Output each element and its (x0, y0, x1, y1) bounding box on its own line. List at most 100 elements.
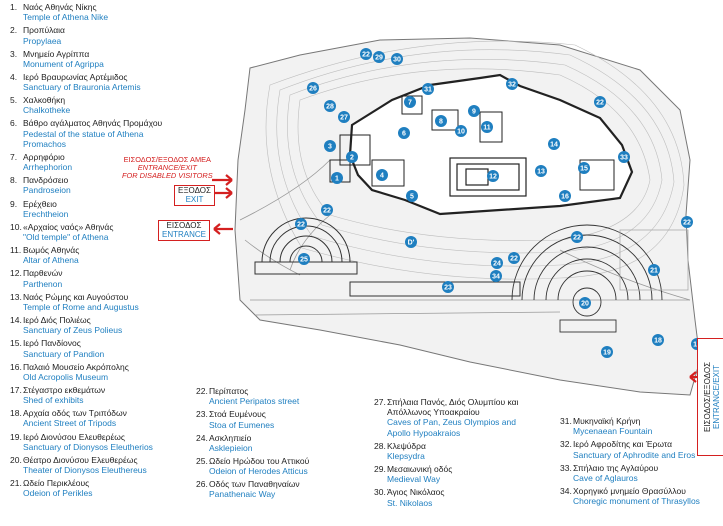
legend-item-27: 27.Σπήλαια Πανός, Διός Ολυμπίου και Απόλ… (374, 397, 519, 438)
marker-4: 4 (376, 169, 388, 181)
svg-text:26: 26 (309, 86, 317, 93)
parthenon-plan (449, 157, 527, 197)
svg-text:21: 21 (650, 268, 658, 275)
marker-22c: 22 (508, 252, 520, 264)
svg-text:22: 22 (510, 256, 518, 263)
odeion-of-perikles (619, 229, 689, 291)
svg-text:8: 8 (439, 119, 443, 126)
marker-13: 13 (535, 165, 547, 177)
marker-1: 1 (331, 172, 343, 184)
svg-text:25: 25 (300, 257, 308, 264)
svg-text:9: 9 (472, 109, 476, 116)
svg-text:2: 2 (350, 155, 354, 162)
entrance-sign: ΕΙΣΟΔΟΣ ENTRANCE (158, 220, 211, 241)
svg-text:20: 20 (581, 301, 589, 308)
entrance-arrows (212, 174, 709, 383)
svg-text:D': D' (408, 240, 415, 247)
marker-26: 26 (307, 82, 319, 94)
marker-11: 11 (481, 121, 493, 133)
marker-14: 14 (548, 138, 560, 150)
svg-text:3: 3 (328, 144, 332, 151)
marker-32: 32 (506, 78, 518, 90)
marker-16: 16 (559, 190, 571, 202)
marker-15: 15 (578, 162, 590, 174)
contour-lines (265, 40, 685, 280)
marker-30: 30 (391, 53, 403, 65)
svg-text:12: 12 (489, 174, 497, 181)
svg-text:4: 4 (380, 173, 384, 180)
svg-text:22: 22 (323, 208, 331, 215)
svg-text:22: 22 (683, 220, 691, 227)
svg-text:24: 24 (493, 261, 501, 268)
marker-6: 6 (398, 127, 410, 139)
exit-arrow-head (225, 187, 233, 199)
svg-text:5: 5 (410, 194, 414, 201)
svg-text:22: 22 (596, 100, 604, 107)
marker-25: 25 (298, 253, 310, 265)
svg-text:22: 22 (362, 52, 370, 59)
svg-text:27: 27 (340, 115, 348, 122)
svg-text:10: 10 (457, 129, 465, 136)
marker-21: 21 (648, 264, 660, 276)
side-entrance-sign: ΕΙΣΟΔΟΣ/ΕΞΟΔΟΣ ENTRANCE/EXIT (697, 338, 723, 456)
marker-12: 12 (487, 170, 499, 182)
svg-text:22: 22 (573, 235, 581, 242)
marker-20: 20 (579, 297, 591, 309)
marker-group: 1 2 3 4 5 6 7 8 9 10 11 12 13 14 15 16 1… (295, 48, 703, 358)
entrance-arrow-head (213, 223, 221, 235)
svg-text:28: 28 (326, 104, 334, 111)
svg-text:31: 31 (424, 87, 432, 94)
svg-text:32: 32 (508, 82, 516, 89)
svg-text:11: 11 (483, 125, 491, 132)
marker-22b: 22 (321, 204, 333, 216)
marker-22e: 22 (681, 216, 693, 228)
marker-18: 18 (652, 334, 664, 346)
marker-28: 28 (324, 100, 336, 112)
svg-text:16: 16 (561, 194, 569, 201)
svg-text:30: 30 (393, 57, 401, 64)
theater-of-dionysos (511, 224, 663, 333)
marker-23: 23 (442, 281, 454, 293)
marker-22f: 22 (594, 96, 606, 108)
marker-29: 29 (373, 51, 385, 63)
legend-column-3: 27.Σπήλαια Πανός, Διός Ολυμπίου και Απόλ… (374, 397, 534, 511)
marker-9: 9 (468, 105, 480, 117)
marker-34: 34 (490, 270, 502, 282)
svg-text:18: 18 (654, 338, 662, 345)
stoa-of-eumenes (349, 281, 521, 297)
disabled-entrance-sign: ΕΙΣΟΔΟΣ/ΕΞΟΔΟΣ ΑΜΕΑ ENTRANCE/EXIT FOR DI… (122, 155, 213, 180)
marker-31: 31 (422, 83, 434, 95)
marker-10: 10 (455, 125, 467, 137)
svg-text:23: 23 (444, 285, 452, 292)
svg-text:1: 1 (335, 176, 339, 183)
marker-22a: 22 (295, 218, 307, 230)
exit-sign: ΕΞΟΔΟΣ EXIT (174, 185, 215, 206)
